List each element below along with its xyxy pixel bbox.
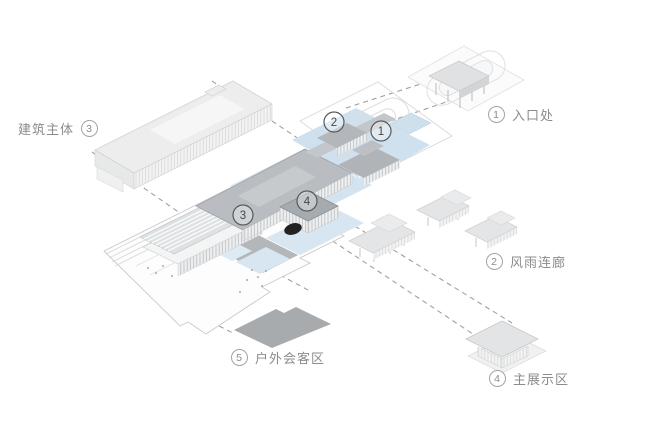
- legend-label: 建筑主体: [18, 122, 75, 137]
- entrance-block-b: [338, 147, 400, 178]
- projection-line-deck-a: [279, 274, 311, 292]
- plan-marker-4: 4: [296, 190, 318, 212]
- exhibition-box: [465, 320, 547, 374]
- corridor-face: [439, 206, 469, 228]
- white-wing-colonnade: [177, 221, 263, 277]
- entrance-pavilion: [407, 45, 525, 112]
- pool-arm-lower: [266, 206, 364, 255]
- legend-number-badge: 5: [231, 349, 248, 366]
- main-roof-panel: [238, 166, 316, 207]
- connector-canopy: [352, 140, 384, 156]
- entrance-canopy-block: [317, 123, 367, 148]
- exhibition-roof: [465, 320, 539, 358]
- floating-roof-tab: [204, 84, 227, 97]
- pond-rock: [284, 223, 302, 235]
- legend-item-corridor: 2 风雨连廊: [486, 252, 566, 271]
- legend-item-main-building: 建筑主体 3: [18, 119, 99, 138]
- legend-number-badge: 2: [486, 253, 503, 270]
- legend-label: 主展示区: [513, 372, 570, 387]
- projection-line-deck-b: [202, 317, 236, 335]
- legend-label: 风雨连廊: [510, 255, 567, 270]
- legend-item-outdoor: 5 户外会客区: [231, 348, 325, 367]
- plan-entrance-pool: [388, 112, 432, 135]
- corridor-piece-2: [416, 189, 472, 228]
- plan-marker-2: 2: [323, 111, 345, 133]
- corridor-piece-1: [348, 213, 416, 262]
- legend-item-exhibition: 4 主展示区: [489, 369, 569, 388]
- corridor-face: [373, 232, 415, 260]
- entrance-block-b-face: [364, 160, 400, 186]
- corridor-stem: [486, 210, 516, 226]
- plan-marker-3: 3: [232, 204, 254, 226]
- platform-pool-patch-2: [214, 242, 252, 261]
- legend-label: 入口处: [512, 108, 555, 123]
- site-boundary: [299, 81, 453, 176]
- legend-label: 户外会客区: [255, 351, 326, 366]
- exhibition-wall-right: [501, 345, 529, 369]
- corridor-roof: [348, 219, 416, 254]
- svg-text:3: 3: [240, 210, 246, 222]
- legend-number-badge: 1: [488, 106, 505, 123]
- floating-main-roof: [94, 80, 273, 193]
- legend-number-badge: 3: [81, 120, 99, 137]
- canopy-roof: [428, 60, 490, 92]
- corridor-piece-3: [464, 210, 518, 249]
- corridor-face: [487, 227, 517, 249]
- legend-item-entrance: 1 入口处: [488, 105, 554, 124]
- plan-marker-1: 1: [370, 120, 392, 142]
- svg-text:4: 4: [304, 196, 311, 208]
- entrance-canopy: [428, 60, 490, 108]
- plan-markers: 2 1 4 3: [232, 111, 392, 226]
- outdoor-meeting-deck: [234, 307, 331, 348]
- floating-roof-step: [96, 166, 124, 193]
- floating-roof-highlight: [150, 95, 245, 144]
- corridor-stem: [370, 213, 408, 233]
- projection-line-entrance-a: [345, 78, 437, 109]
- svg-text:1: 1: [378, 126, 384, 138]
- platform-pool-patch-1: [236, 247, 290, 274]
- corridor-stem: [440, 189, 472, 206]
- legend-number-badge: 4: [489, 370, 506, 387]
- canopy-ne-face: [459, 76, 489, 99]
- entrance-canopy-face: [337, 133, 367, 156]
- svg-text:2: 2: [331, 117, 337, 129]
- pavilion-roof: [279, 191, 339, 222]
- covered-corridor: [348, 189, 518, 262]
